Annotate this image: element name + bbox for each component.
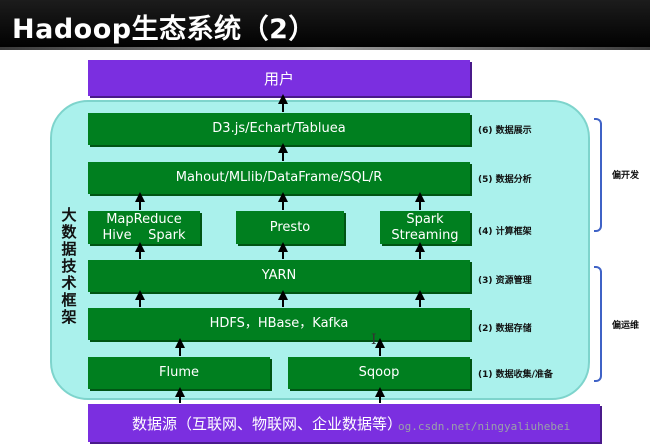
dev-group-label: 偏开发 (612, 171, 640, 181)
spark-streaming-box: Spark Streaming (380, 211, 470, 244)
layer-label-resource: (3) 资源管理 (478, 276, 532, 286)
data-source-box: 数据源（互联网、物联网、企业数据等） (88, 404, 600, 442)
mapreduce-box: MapReduce Hive Spark (88, 211, 200, 244)
text-cursor-icon: I (371, 332, 377, 348)
layer-label-storage: (2) 数据存储 (478, 324, 532, 334)
presto-box: Presto (236, 211, 344, 244)
vertical-label-char: 术 (61, 274, 77, 292)
layer-label-visualization: (6) 数据展示 (478, 126, 532, 136)
vertical-label-char: 框 (61, 291, 77, 309)
ops-group-brace (594, 266, 602, 382)
vertical-label-char: 技 (61, 257, 77, 275)
vertical-label-char: 据 (61, 240, 77, 258)
yarn-box: YARN (88, 260, 470, 292)
storage-box: HDFS，HBase，Kafka (88, 308, 470, 340)
visualization-box: D3.js/Echart/Tabluea (88, 113, 470, 145)
sqoop-box: Sqoop (288, 357, 470, 389)
vertical-label-char: 大 (61, 206, 77, 224)
ops-group-label: 偏运维 (612, 321, 640, 331)
mapreduce-label: MapReduce Hive Spark (102, 211, 186, 243)
title-bar: Hadoop生态系统（2） (0, 0, 650, 50)
framework-vertical-label: 大 数 据 技 术 框 架 (58, 207, 80, 326)
layer-label-compute: (4) 计算框架 (478, 227, 532, 237)
vertical-label-char: 架 (61, 308, 77, 326)
watermark: og.csdn.net/ningyaliuhebei (398, 420, 571, 433)
spark-streaming-label: Spark Streaming (391, 211, 459, 243)
user-box: 用户 (88, 60, 470, 96)
title-rule (0, 47, 650, 50)
flume-box: Flume (88, 357, 270, 389)
dev-group-brace (594, 118, 602, 232)
layer-label-analysis: (5) 数据分析 (478, 175, 532, 185)
slide-title: Hadoop生态系统（2） (12, 14, 316, 45)
layer-label-collect: (1) 数据收集/准备 (478, 370, 553, 380)
analysis-box: Mahout/MLlib/DataFrame/SQL/R (88, 162, 470, 194)
vertical-label-char: 数 (61, 223, 77, 241)
